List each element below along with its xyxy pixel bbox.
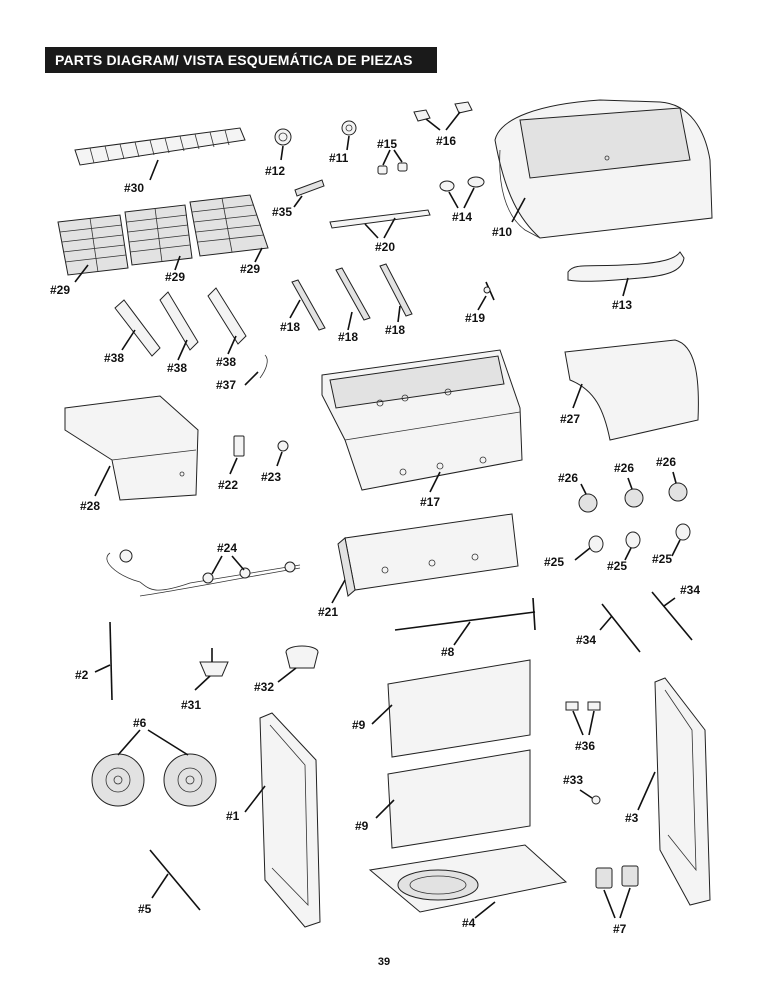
tank-hook-part: [194, 648, 229, 691]
label-4: #4: [462, 916, 476, 930]
label-26-a: #26: [558, 471, 578, 485]
label-31: #31: [181, 698, 201, 712]
label-6: #6: [133, 716, 147, 730]
lid-handle-part: [567, 251, 685, 297]
label-24: #24: [217, 541, 237, 555]
cooking-grate-middle: [124, 204, 193, 271]
control-knob-part: [578, 471, 688, 513]
igniter-part: [293, 179, 325, 208]
label-13: #13: [612, 298, 632, 312]
label-35: #35: [272, 205, 292, 219]
thermometer-part: [341, 120, 357, 151]
label-15: #15: [377, 137, 397, 151]
cross-brace-part: [394, 597, 536, 646]
right-side-frame-part: [637, 677, 711, 906]
label-25-b: #25: [607, 559, 627, 573]
label-32: #32: [254, 680, 274, 694]
cabinet-door-bottom-part: [375, 749, 531, 849]
door-magnet-part: [565, 701, 601, 736]
label-16: #16: [436, 134, 456, 148]
hook-part: [244, 354, 268, 386]
screw-part: [276, 440, 289, 467]
label-34-a: #34: [576, 633, 596, 647]
label-17: #17: [420, 495, 440, 509]
burner-part: [289, 263, 413, 331]
wheels-part: [91, 729, 217, 807]
side-shelf-part: [64, 395, 199, 501]
label-36: #36: [575, 739, 595, 753]
page-title: PARTS DIAGRAM/ VISTA ESQUEMÁTICA DE PIEZ…: [45, 47, 437, 73]
label-8: #8: [441, 645, 455, 659]
label-29-left: #29: [50, 283, 70, 297]
label-10: #10: [492, 225, 512, 239]
bumper-part: [377, 149, 408, 175]
heat-tent-part: [114, 287, 247, 361]
cabinet-door-top-part: [371, 659, 531, 758]
heat-shield-part: [329, 209, 431, 239]
thermometer-bezel-part: [274, 128, 292, 161]
label-37: #37: [216, 378, 236, 392]
bottom-shelf-part: [368, 844, 568, 919]
electrode-part: [477, 281, 495, 311]
knob-bezel-part: [574, 523, 691, 561]
side-rail-part: [599, 591, 693, 653]
gas-manifold-part: [106, 549, 301, 597]
label-22: #22: [218, 478, 238, 492]
label-26-b: #26: [614, 461, 634, 475]
label-12: #12: [265, 164, 285, 178]
label-38-c: #38: [216, 355, 236, 369]
warming-rack-part: [74, 127, 246, 181]
tank-screw-part: [579, 789, 601, 805]
label-3: #3: [625, 811, 639, 825]
label-18-a: #18: [280, 320, 300, 334]
label-30: #30: [124, 181, 144, 195]
firebox-part: [321, 349, 523, 493]
valve-bracket-part: [229, 435, 245, 475]
leveling-foot-part: [595, 865, 639, 919]
grill-lid-part: [494, 99, 713, 239]
hinge-pin-part: [413, 101, 473, 131]
cooking-grate-right: [189, 194, 269, 263]
label-27: #27: [560, 412, 580, 426]
page-number: 39: [377, 956, 391, 968]
label-23: #23: [261, 470, 281, 484]
label-38-b: #38: [167, 361, 187, 375]
side-burner-lid-part: [564, 339, 699, 441]
igniter-wire-part: [94, 621, 113, 701]
label-25-c: #25: [652, 552, 672, 566]
label-9-a: #9: [352, 718, 366, 732]
label-21: #21: [318, 605, 338, 619]
label-19: #19: [465, 311, 485, 325]
label-33: #33: [563, 773, 583, 787]
cooking-grate-left: [57, 214, 129, 283]
label-2: #2: [75, 668, 89, 682]
label-14: #14: [452, 210, 472, 224]
label-28: #28: [80, 499, 100, 513]
label-5: #5: [138, 902, 152, 916]
label-11: #11: [329, 151, 349, 165]
control-panel-part: [331, 513, 519, 604]
label-18-b: #18: [338, 330, 358, 344]
label-25-a: #25: [544, 555, 564, 569]
label-1: #1: [226, 809, 240, 823]
label-38-a: #38: [104, 351, 124, 365]
label-26-c: #26: [656, 455, 676, 469]
label-20: #20: [375, 240, 395, 254]
label-29-middle: #29: [165, 270, 185, 284]
label-9-b: #9: [355, 819, 369, 833]
label-7: #7: [613, 922, 627, 936]
label-18-c: #18: [385, 323, 405, 337]
label-29-right: #29: [240, 262, 260, 276]
grease-cup-part: [277, 645, 319, 683]
label-34-b: #34: [680, 583, 700, 597]
hinge-part: [439, 176, 485, 209]
left-side-frame-part: [244, 712, 321, 928]
axle-part: [149, 849, 201, 911]
